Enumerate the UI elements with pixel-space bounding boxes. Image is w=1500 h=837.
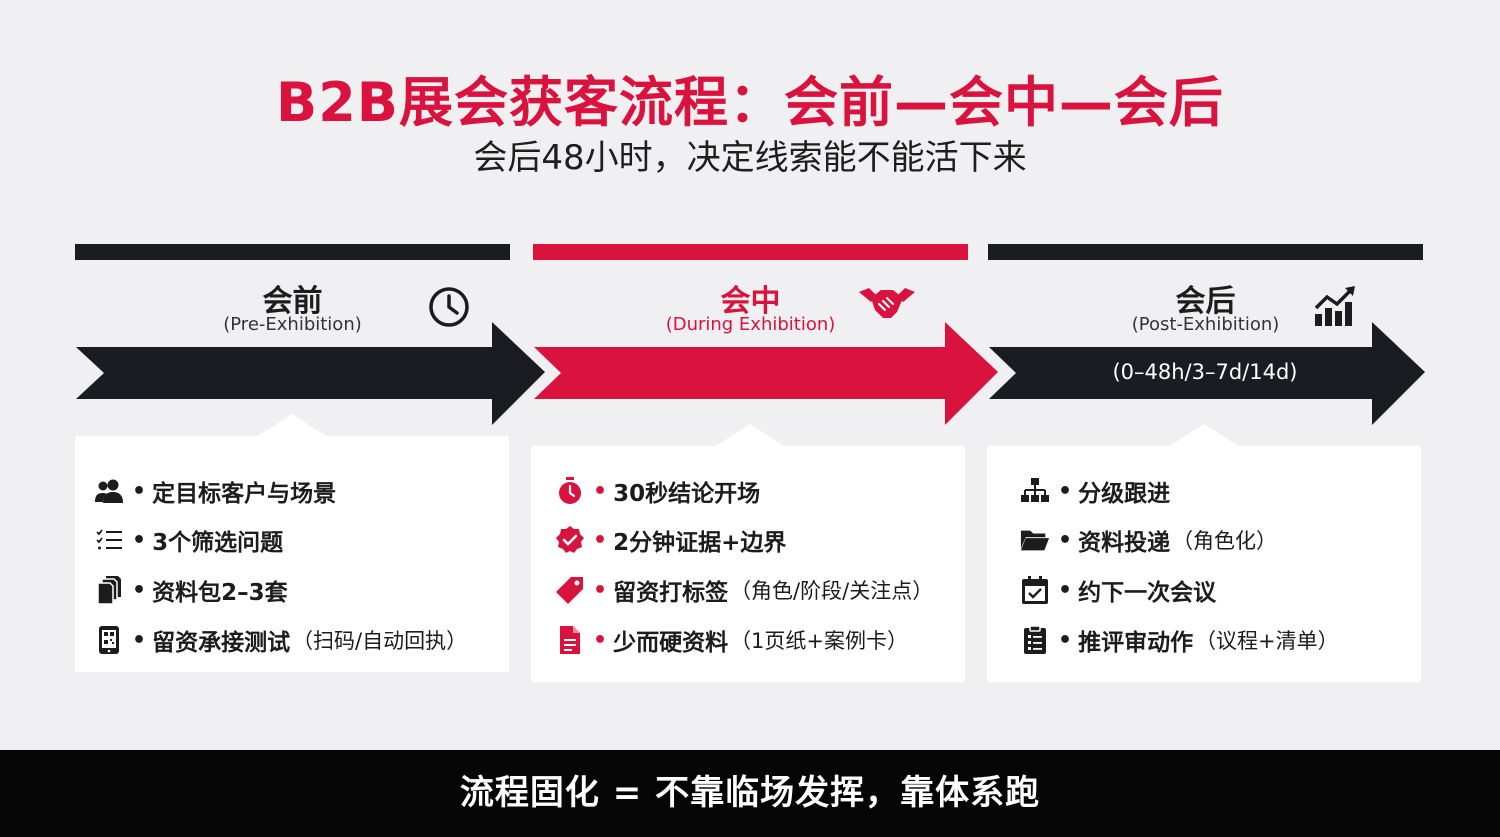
list-item-note: （扫码/自动回执） [292, 629, 468, 653]
list-item-text: 推评审动作 [1078, 630, 1194, 656]
list-item-text: 资料包2–3套 [152, 580, 288, 606]
clock-icon [427, 285, 471, 333]
list-item-text: 30秒结论开场 [613, 481, 761, 507]
card-notch-post [1170, 424, 1238, 446]
list-item-text: 分级跟进 [1078, 481, 1171, 507]
arrow-pre [76, 322, 545, 425]
document-icon [555, 625, 585, 655]
calendar-icon [1020, 575, 1050, 605]
handshake-icon [857, 282, 917, 330]
list-item-note: （1页纸+案例卡） [730, 629, 909, 653]
arrow-timeline-text: (0–48h/3–7d/14d) [1112, 360, 1298, 384]
list-item: • 少而硬资料 （1页纸+案例卡） [555, 622, 908, 658]
card-notch-pre [258, 414, 326, 436]
card-pre: • 定目标客户与场景 • 3个筛选问题 • 资料包2–3套 [75, 436, 509, 672]
stopwatch-icon [555, 476, 585, 506]
list-item: • 30秒结论开场 [555, 473, 762, 509]
hierarchy-icon [1020, 476, 1050, 506]
list-item-text: 定目标客户与场景 [152, 481, 337, 507]
checklist-icon [94, 525, 124, 555]
list-item-text: 资料投递 [1078, 530, 1171, 556]
list-item: • 留资承接测试 （扫码/自动回执） [94, 622, 467, 658]
folder-icon [1020, 525, 1050, 555]
clipboard-icon [1020, 625, 1050, 655]
list-item: • 2分钟证据+边界 [555, 522, 788, 558]
growth-chart-icon [1312, 284, 1358, 332]
verified-badge-icon [555, 525, 585, 555]
stage-bar-post [988, 244, 1423, 260]
arrow-post [989, 322, 1425, 425]
card-during: • 30秒结论开场 • 2分钟证据+边界 • 留资打标签 （角色/阶段/关注点） [531, 446, 965, 682]
stage-title-pre: 会前 [262, 284, 323, 319]
arrow-during [534, 322, 998, 425]
list-item-text: 留资承接测试 [152, 630, 291, 656]
stage-title-during: 会中 [720, 284, 781, 319]
list-item-text: 少而硬资料 [613, 630, 729, 656]
list-item-text: 2分钟证据+边界 [613, 530, 787, 556]
tag-icon [555, 575, 585, 605]
list-item-text: 留资打标签 [613, 580, 729, 606]
list-item: • 3个筛选问题 [94, 522, 285, 558]
list-item-text: 3个筛选问题 [152, 530, 284, 556]
list-item: • 资料包2–3套 [94, 572, 290, 608]
qr-phone-icon [94, 625, 124, 655]
users-icon [94, 476, 124, 506]
list-item: • 分级跟进 [1020, 473, 1172, 509]
footer-banner: 流程固化 = 不靠临场发挥，靠体系跑 [0, 750, 1500, 837]
list-item-text: 约下一次会议 [1078, 580, 1217, 606]
card-notch-during [716, 424, 784, 446]
stage-subtitle-post: (Post-Exhibition) [1131, 314, 1280, 335]
list-item: • 推评审动作 （议程+清单） [1020, 622, 1339, 658]
stage-subtitle-during: (During Exhibition) [665, 314, 836, 335]
stage-subtitle-pre: (Pre-Exhibition) [223, 314, 362, 335]
stage-bar-pre [75, 244, 510, 260]
documents-icon [94, 575, 124, 605]
list-item-note: （角色/阶段/关注点） [730, 579, 934, 603]
list-item: • 资料投递 （角色化） [1020, 522, 1277, 558]
stage-title-post: 会后 [1175, 284, 1236, 319]
list-item: • 定目标客户与场景 [94, 473, 338, 509]
list-item: • 约下一次会议 [1020, 572, 1218, 608]
list-item-note: （角色化） [1172, 529, 1278, 553]
list-item: • 留资打标签 （角色/阶段/关注点） [555, 572, 933, 608]
stage-bar-during [533, 244, 968, 260]
card-post: • 分级跟进 • 资料投递 （角色化） • 约下一次会议 [987, 446, 1421, 682]
page-subtitle: 会后48小时，决定线索能不能活下来 [473, 138, 1027, 178]
list-item-note: （议程+清单） [1195, 629, 1339, 653]
page-title: B2B展会获客流程：会前—会中—会后 [276, 71, 1224, 134]
